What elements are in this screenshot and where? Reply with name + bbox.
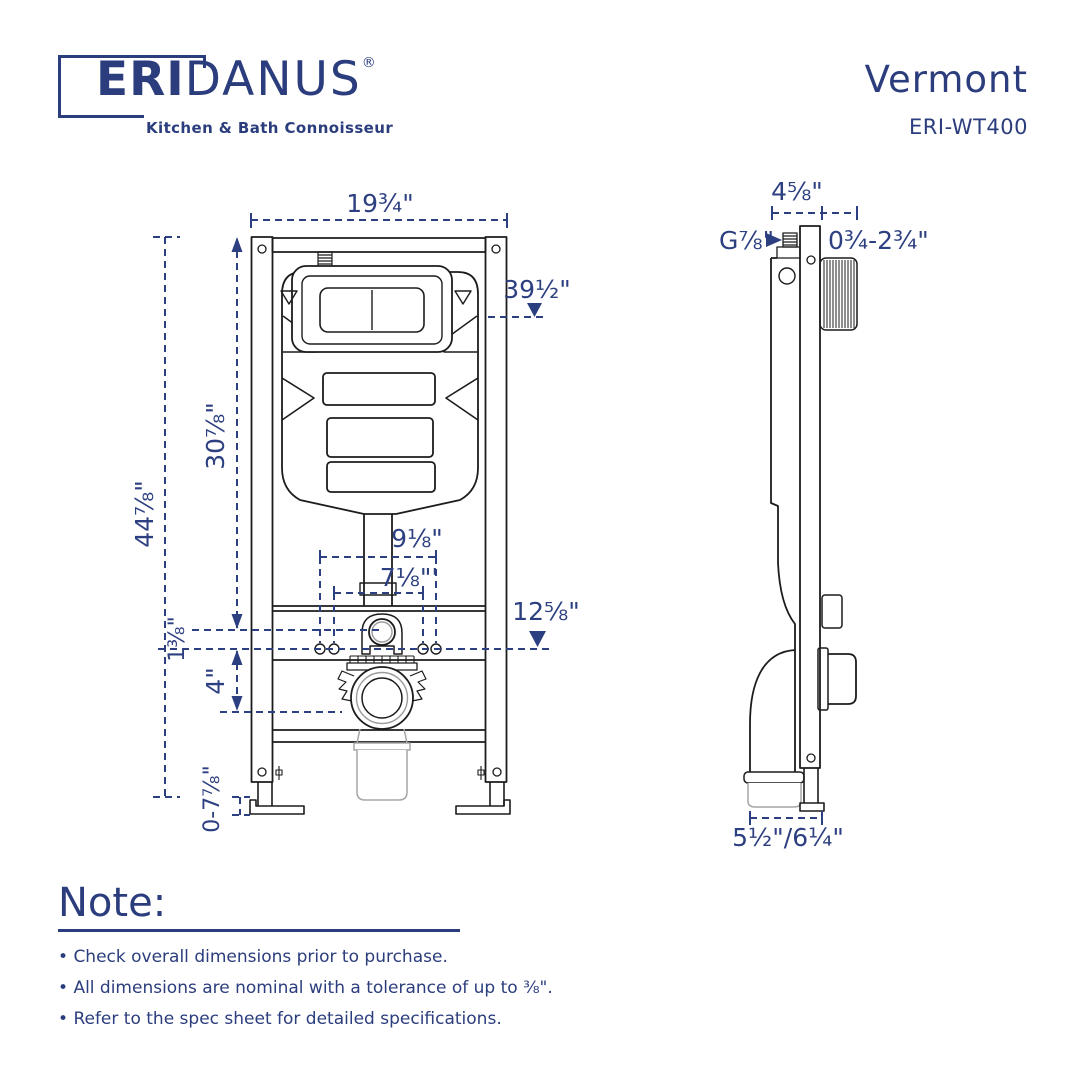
rail-hole bbox=[806, 753, 816, 763]
product-info: Vermont ERI-WT400 bbox=[865, 58, 1028, 139]
cistern-tank bbox=[281, 271, 479, 515]
dimension-lines bbox=[153, 212, 857, 819]
dim-water-inlet: G⅞" bbox=[719, 226, 774, 255]
dim-frame-depth: 4⅝" bbox=[771, 177, 823, 206]
drain-pipe-lower bbox=[747, 783, 802, 808]
triangle-marker bbox=[280, 290, 298, 305]
leveling-screw bbox=[275, 766, 485, 780]
front-view-drawing bbox=[249, 236, 511, 815]
registered-mark: ® bbox=[361, 55, 376, 71]
dim-outer-bolt-spacing: 9⅛" bbox=[391, 524, 443, 553]
drain-pipe-lower bbox=[353, 728, 411, 801]
outlet-stub bbox=[828, 653, 857, 705]
dim-outlet-to-bolt: 1⅜" bbox=[165, 616, 190, 661]
pipe-clamp bbox=[743, 771, 805, 784]
brand-wordmark: ERIDANUS® bbox=[96, 56, 376, 103]
product-name: Vermont bbox=[864, 58, 1028, 101]
drain-fitting bbox=[337, 655, 427, 730]
tank-chevron bbox=[281, 377, 315, 421]
tank-slot bbox=[322, 372, 436, 406]
logo-frame-tick bbox=[203, 55, 206, 68]
dim-plate-depth-range: 0¾-2¾" bbox=[828, 226, 929, 255]
note-item: Check overall dimensions prior to purcha… bbox=[58, 942, 553, 973]
mounting-bracket bbox=[821, 594, 843, 629]
front-left-rail bbox=[250, 236, 274, 783]
flush-pipe bbox=[359, 514, 397, 606]
adjustable-feet bbox=[249, 766, 511, 815]
product-model: ERI-WT400 bbox=[909, 115, 1028, 139]
dim-overall-width: 19¾" bbox=[346, 189, 414, 218]
side-view-drawing bbox=[743, 225, 858, 812]
note-underline bbox=[58, 929, 460, 932]
threaded-rod bbox=[317, 251, 333, 268]
clamp-spring bbox=[409, 670, 427, 702]
brand-bold-text: ERI bbox=[96, 52, 185, 107]
dimension-ticks bbox=[250, 206, 858, 825]
triangle-marker bbox=[454, 290, 472, 305]
clamp-spring bbox=[337, 670, 355, 702]
front-right-rail bbox=[484, 236, 508, 783]
flush-plate-frame bbox=[301, 275, 443, 345]
dim-plate-height: 39½" bbox=[503, 275, 571, 304]
logo-frame-top bbox=[58, 55, 206, 58]
dual-flush-button bbox=[319, 287, 425, 333]
logo-frame-left bbox=[58, 55, 61, 117]
frame-crossmembers bbox=[272, 605, 486, 743]
logo-frame-bottom bbox=[58, 115, 144, 118]
dimension-annotations: 19¾" 39½" 30⅞" 44⅞" 9⅛" 7⅛"' 12⅝" 1⅜" 4"… bbox=[130, 177, 929, 852]
dim-drain-depth: 5½"/6¼" bbox=[732, 823, 844, 852]
side-rail bbox=[799, 225, 821, 769]
brand-light-text: DANUS bbox=[184, 52, 362, 107]
tank-slot bbox=[326, 417, 434, 458]
dim-bolt-to-drain: 4" bbox=[201, 667, 230, 694]
dim-outlet-height: 12⅝" bbox=[512, 597, 580, 626]
brand-tagline: Kitchen & Bath Connoisseur bbox=[146, 119, 394, 137]
side-foot bbox=[799, 768, 825, 812]
dim-foot-adjust-range: 0-7⅞" bbox=[200, 765, 225, 832]
note-item: All dimensions are nominal with a tolera… bbox=[58, 973, 552, 1004]
tank-profile bbox=[770, 257, 796, 650]
rail-hole bbox=[257, 244, 267, 254]
water-inlet-valve bbox=[776, 232, 801, 259]
dim-tank-top-height: 30⅞" bbox=[201, 402, 230, 470]
note-item: Refer to the spec sheet for detailed spe… bbox=[58, 1004, 553, 1035]
flush-plate-sleeve bbox=[819, 257, 858, 331]
tank-slot bbox=[326, 461, 436, 493]
outlet-flange bbox=[817, 647, 829, 711]
drain-elbow bbox=[743, 647, 857, 808]
tank-inspection-hole bbox=[778, 267, 796, 285]
front-top-crossbar bbox=[271, 237, 487, 253]
dim-overall-height: 44⅞" bbox=[130, 480, 159, 548]
rail-hole bbox=[491, 244, 501, 254]
rail-hole bbox=[806, 255, 816, 265]
dim-inner-bolt-spacing: 7⅛"' bbox=[380, 563, 439, 592]
outlet-housing bbox=[361, 613, 403, 655]
note-list: Check overall dimensions prior to purcha… bbox=[58, 942, 553, 1035]
dimension-arrowheads bbox=[231, 233, 782, 711]
note-title: Note: bbox=[58, 880, 167, 926]
tank-chevron bbox=[445, 377, 479, 421]
dimension-labels: 19¾" 39½" 30⅞" 44⅞" 9⅛" 7⅛"' 12⅝" 1⅜" 4"… bbox=[130, 177, 929, 852]
